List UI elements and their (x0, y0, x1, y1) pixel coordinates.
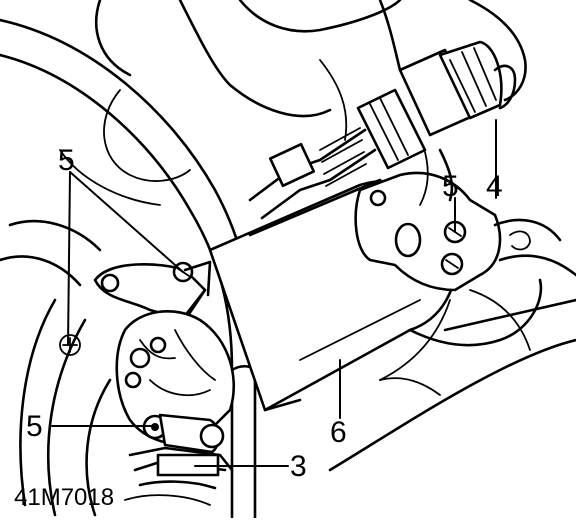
callout-4: 4 (486, 170, 503, 203)
callout-labels: 5 5 4 5 6 3 41M7018 (14, 144, 503, 511)
leader-5-top-left-a (69, 171, 184, 273)
pinion-housing (115, 309, 236, 446)
leader-5-top-left-b (67, 171, 71, 346)
callout-3: 3 (290, 450, 307, 483)
callout-5-top-left: 5 (58, 144, 75, 177)
wiring-harness (248, 40, 517, 220)
mounting-flange (93, 260, 212, 337)
solenoid-bracket (354, 171, 502, 292)
mounting-bolt-left-flange (59, 334, 81, 356)
lower-terminal (124, 413, 234, 506)
leader-lines (51, 119, 497, 467)
callout-5-bottom-left: 5 (26, 410, 43, 443)
right-background-parts (328, 218, 576, 472)
engine-background-outlines (59, 0, 527, 206)
figure-reference-code: 41M7018 (14, 484, 114, 511)
callout-5-right: 5 (442, 170, 459, 203)
flywheel-housing (0, 219, 112, 517)
callout-6: 6 (330, 416, 347, 449)
